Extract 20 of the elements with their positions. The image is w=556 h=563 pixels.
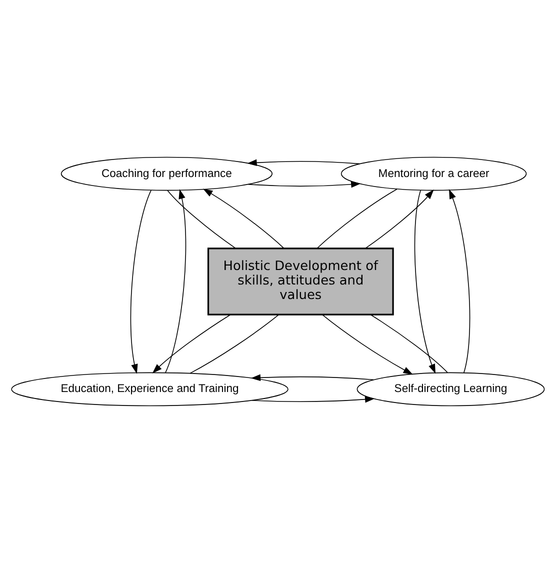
- arrow: [247, 159, 360, 166]
- node-ellipse: Coaching for performance: [60, 156, 273, 191]
- arrow: [414, 190, 436, 374]
- arrow: [250, 374, 374, 382]
- node-ellipse: Mentoring for a career: [340, 156, 527, 191]
- arrow: [202, 188, 284, 249]
- connector: [316, 188, 398, 249]
- arrow: [130, 190, 152, 374]
- node-box: Holistic Development of skills, attitudes and values: [207, 248, 394, 316]
- arrow: [248, 181, 361, 188]
- arrow: [252, 396, 375, 403]
- connector: [167, 190, 236, 249]
- node-ellipse: Self-directing Learning: [356, 372, 545, 406]
- arrow: [365, 190, 434, 249]
- connector: [370, 314, 448, 373]
- arrow: [322, 314, 413, 375]
- connector: [190, 314, 280, 374]
- arrow: [152, 314, 231, 374]
- arrow: [165, 189, 186, 374]
- arrow: [448, 189, 470, 374]
